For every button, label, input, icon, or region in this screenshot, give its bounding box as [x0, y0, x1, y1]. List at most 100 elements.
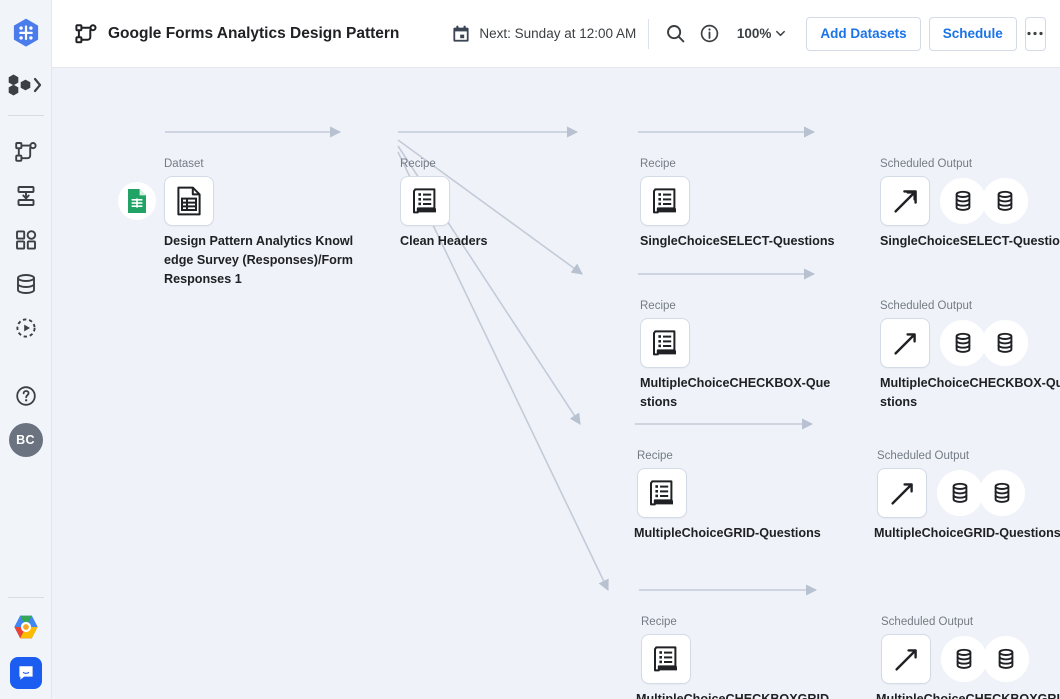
product-logo[interactable]	[9, 16, 43, 55]
recipe-icon	[654, 646, 677, 672]
google-sheets-badge	[118, 182, 156, 220]
google-cloud-hexagon-icon	[14, 615, 38, 639]
output-icon	[893, 189, 917, 213]
plans-icon	[17, 186, 34, 206]
avatar-initials: BC	[8, 423, 43, 457]
destination-chip[interactable]	[940, 320, 986, 366]
recipe-node-box[interactable]	[637, 468, 687, 518]
page-title: Google Forms Analytics Design Pattern	[108, 24, 400, 42]
rail-divider	[7, 115, 44, 116]
node-label: SingleChoiceSELECT-Questions	[880, 234, 1060, 248]
zoom-control[interactable]: 100%	[737, 26, 787, 41]
google-cloud-logo[interactable]	[11, 614, 41, 645]
add-datasets-button[interactable]: Add Datasets	[806, 16, 921, 51]
destination-chip[interactable]	[982, 178, 1028, 224]
avatar[interactable]: BC	[0, 418, 52, 462]
destination-chip[interactable]	[982, 320, 1028, 366]
node-type-label: Scheduled Output	[880, 158, 973, 170]
database-icon	[955, 190, 971, 211]
node-type-label: Recipe	[640, 300, 676, 312]
left-rail: BC	[0, 0, 52, 699]
recipe-icon	[413, 188, 436, 214]
node-label: MultipleChoiceCHECKBOX-Que stions	[880, 376, 1060, 409]
node-recipe-1[interactable]: Recipe MultipleChoiceCHECKBOX-Que stions	[640, 300, 830, 409]
rail-divider-bottom	[8, 597, 44, 598]
node-type-label: Scheduled Output	[881, 616, 974, 628]
output-node-box[interactable]	[877, 468, 927, 518]
workspace-hexagons-icon	[8, 74, 41, 96]
output-icon	[893, 332, 916, 355]
sidebar-item-help[interactable]	[0, 374, 52, 418]
node-recipe-0[interactable]: Recipe SingleChoiceSELECT-Questions	[640, 158, 835, 248]
output-node-box[interactable]	[880, 318, 930, 368]
dataset-node-box[interactable]	[164, 176, 214, 226]
recipe-icon	[653, 188, 676, 214]
node-label: MultipleChoiceCHECKBOX-Que stions	[640, 376, 831, 409]
node-label: MultipleChoiceGRID-Questions	[874, 526, 1060, 540]
sidebar-item-plans[interactable]	[0, 174, 52, 218]
info-button[interactable]	[693, 17, 727, 51]
schedule-status-text: Next: Sunday at 12:00 AM	[479, 26, 637, 41]
destination-chip[interactable]	[941, 636, 987, 682]
schedule-button[interactable]: Schedule	[928, 16, 1017, 51]
database-icon	[997, 190, 1013, 211]
sidebar-item-flows[interactable]	[0, 130, 52, 174]
grid-squares-icon	[15, 230, 36, 250]
database-icon	[956, 648, 972, 669]
node-label: MultipleChoiceCHECKBOXGRID -Questions	[636, 692, 830, 699]
workspace-switcher[interactable]	[0, 73, 52, 97]
job-run-icon	[15, 318, 36, 338]
help-icon	[15, 386, 36, 406]
recipe-node-box[interactable]	[641, 634, 691, 684]
recipe-node-box[interactable]	[640, 176, 690, 226]
destination-chip[interactable]	[940, 178, 986, 224]
recipe-node-box[interactable]	[400, 176, 450, 226]
node-output-3[interactable]: Scheduled Output	[876, 616, 1060, 699]
chat-bubble-button[interactable]	[10, 657, 42, 689]
app-header: Google Forms Analytics Design Pattern Ne…	[52, 0, 1060, 68]
sidebar-item-connections[interactable]	[0, 218, 52, 262]
node-output-2[interactable]: Scheduled Output	[874, 450, 1060, 540]
node-type-label: Recipe	[641, 616, 677, 628]
flows-icon	[14, 142, 37, 162]
node-recipe-clean-headers[interactable]: Recipe Cle	[400, 158, 488, 248]
node-type-label: Recipe	[637, 450, 673, 462]
more-options-button[interactable]	[1024, 16, 1046, 51]
rail-bottom-group	[0, 597, 52, 689]
node-recipe-3[interactable]: Recipe MultipleChoiceCHECKBOXGRID -Quest	[636, 616, 829, 699]
sidebar-item-library[interactable]	[0, 262, 52, 306]
recipe-icon	[650, 480, 673, 506]
search-button[interactable]	[659, 17, 693, 51]
database-icon	[994, 482, 1010, 503]
main-column: Google Forms Analytics Design Pattern Ne…	[52, 0, 1060, 699]
database-icon	[997, 332, 1013, 353]
schedule-status[interactable]: Next: Sunday at 12:00 AM	[451, 24, 636, 44]
node-dataset-source[interactable]: Dataset	[118, 158, 353, 286]
node-output-0[interactable]: Scheduled Output	[880, 158, 1060, 248]
node-recipe-2[interactable]: Recipe MultipleChoiceGRID-Questions	[634, 450, 821, 540]
flow-canvas[interactable]: Dataset	[52, 68, 1060, 699]
dataprep-hexagon-icon	[13, 18, 38, 47]
output-node-box[interactable]	[880, 176, 930, 226]
recipe-node-box[interactable]	[640, 318, 690, 368]
node-type-label: Dataset	[164, 158, 204, 170]
output-icon	[890, 482, 913, 505]
output-icon	[894, 648, 917, 671]
chevron-down-icon	[776, 30, 786, 37]
database-icon	[955, 332, 971, 353]
dataset-icon	[177, 186, 201, 216]
destination-chip[interactable]	[983, 636, 1029, 682]
node-label: MultipleChoiceGRID-Questions	[634, 526, 821, 540]
node-output-1[interactable]: Scheduled Output	[880, 300, 1060, 409]
node-label: Clean Headers	[400, 234, 488, 248]
chat-bubble-icon	[19, 666, 33, 680]
output-node-box[interactable]	[881, 634, 931, 684]
search-icon	[667, 25, 685, 43]
header-divider	[648, 18, 649, 49]
sidebar-item-job-history[interactable]	[0, 306, 52, 350]
destination-chip[interactable]	[979, 470, 1025, 516]
destination-chip[interactable]	[937, 470, 983, 516]
google-sheets-icon	[128, 189, 146, 213]
database-icon	[952, 482, 968, 503]
